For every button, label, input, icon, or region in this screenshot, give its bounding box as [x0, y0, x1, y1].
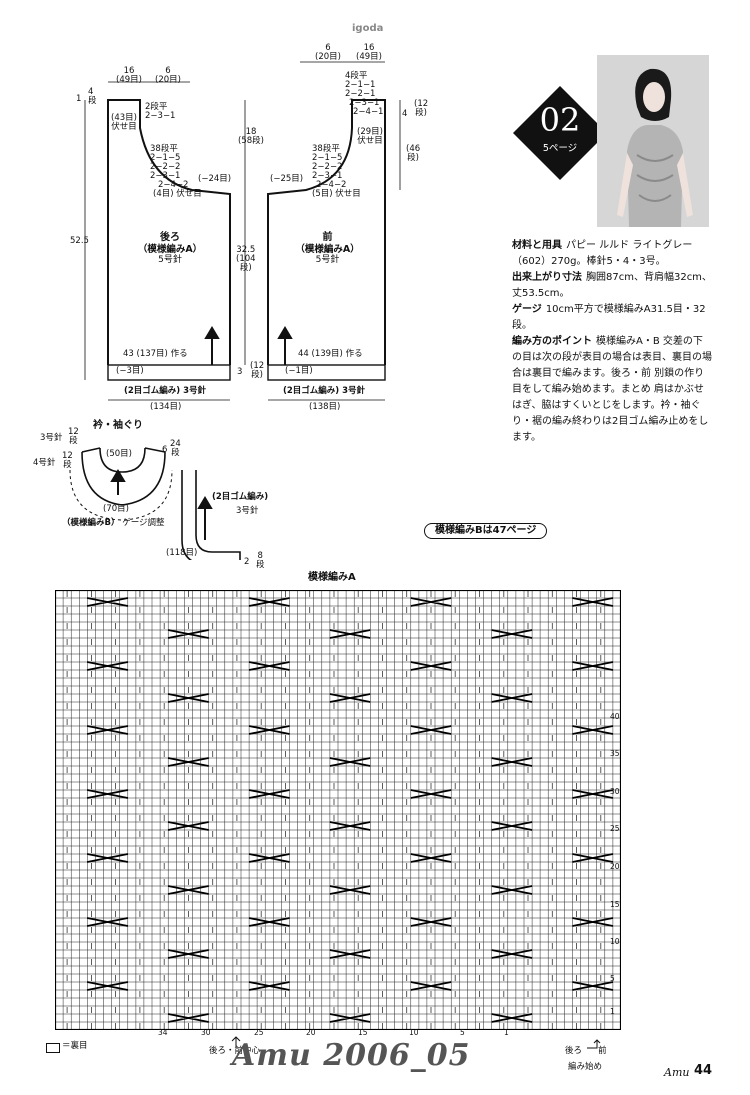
magazine-name: Amu [664, 1066, 690, 1079]
schematic-outlines [69, 61, 401, 560]
knitting-points: 編み方のポイント模様編みA・B 交差の下の目は次の段が表目の場合は表目、裏目の場… [512, 336, 712, 443]
front-neck-bindoff: (29目)伏せ目 [357, 127, 383, 146]
front-rib-width: (138目) [309, 402, 341, 412]
collar-needle4: 4号針 [33, 458, 56, 468]
start-label: 編み始め [568, 1062, 603, 1072]
back-outline [107, 99, 231, 365]
armband-rib: (2目ゴム編み) [212, 492, 269, 502]
back-width-label: 16(49目) [116, 66, 142, 85]
front-armhole-steps: 38段平 2−1−5 2−2−2 2−3−1 2−4−2 (5目) 伏せ目 [312, 144, 361, 199]
front-rib: (2目ゴム編み) 3号針 [283, 386, 366, 396]
front-shoulder-label: 6(20目) [315, 43, 341, 62]
front-outline [267, 99, 386, 365]
finished-size: 出来上がり寸法胸囲87cm、背肩幅32cm、丈53.5cm。 [512, 272, 712, 299]
back-shoulder-bindoff: (43目)伏せ目 [111, 113, 137, 132]
back-shoulder-rows: 1 [76, 94, 82, 104]
back-shoulder-label: 6(20目) [155, 66, 181, 85]
front-title: 前 （模様編みA） 5号針 [295, 232, 360, 266]
back-armhole-dec: (−24目) [198, 174, 232, 184]
rib-rows-a: 3 [237, 367, 243, 377]
materials: 材料と用具パピー ルルド ライトグレー（602）270g。棒針5・4・3号。 [512, 240, 693, 267]
back-length: 52.5 [70, 236, 89, 246]
start-arrow-icon [587, 1039, 601, 1049]
page-number: 44 [694, 1063, 713, 1078]
front-rib-dec: (−1目) [285, 366, 313, 376]
model-photo [597, 55, 709, 227]
armhole-depth: 18(58段) [238, 127, 264, 146]
instructions-panel: 材料と用具パピー ルルド ライトグレー（602）270g。棒針5・4・3号。 出… [512, 238, 712, 446]
page-reference: 5ページ [542, 143, 578, 154]
center-arrow-icon [231, 1036, 241, 1047]
back-rib-dec: (−3目) [116, 366, 144, 376]
purl-legend: ＝裏目 [62, 1041, 88, 1051]
front-neck-steps: 4段平 2−1−1 2−2−1 2−3−1 2−4−1 [345, 71, 384, 117]
stitch-chart-grid [55, 590, 621, 1030]
pattern-number-badge [513, 86, 607, 180]
back-title: 後ろ （模様編みA） 5号針 [137, 232, 203, 266]
start-back: 後ろ [565, 1046, 583, 1056]
back-rib-width: (134目) [150, 402, 182, 412]
front-neck-rows-a: 4 [402, 109, 408, 119]
collar-inner: (50目) [106, 449, 132, 459]
front-cast-on: 44 (139目) 作る [298, 349, 363, 359]
front-armhole-dec: (−25目) [270, 174, 304, 184]
collar-pattern-b: （模様編みB） ゲージ調整 [62, 518, 165, 528]
back-rib: (2目ゴム編み) 3号針 [124, 386, 207, 396]
back-armhole-steps: 38段平 2−1−5 2−2−2 2−3−1 2−4−2 (4目) 伏せ目 [150, 144, 202, 199]
pattern-number: 02 [539, 101, 581, 139]
front-width-label: 16(49目) [356, 43, 382, 62]
column-labels: 34 30 25 20 15 10 5 1 [158, 1028, 509, 1037]
collar-rows6: 6 [162, 445, 168, 455]
center-note: 後ろ・前中心 [209, 1046, 261, 1056]
armband-needle: 3号針 [236, 506, 259, 516]
armband-rows-a: 2 [244, 557, 250, 567]
footer-watermark: Amu 2006_05 [232, 1038, 471, 1073]
collar-title: 衿・袖ぐり [93, 420, 143, 431]
pattern-b-note: 模様編みBは47ページ [424, 523, 548, 539]
start-front: 前 [598, 1046, 607, 1056]
purl-legend-box [46, 1043, 60, 1053]
collar-outer: (70目) [103, 504, 129, 514]
armband-sts: (118目) [166, 548, 198, 558]
back-cast-on: 43 (137目) 作る [123, 349, 188, 359]
collar-needle3: 3号針 [40, 433, 63, 443]
chart-title: 模様編みA [308, 572, 356, 583]
top-watermark: igoda [352, 23, 384, 34]
